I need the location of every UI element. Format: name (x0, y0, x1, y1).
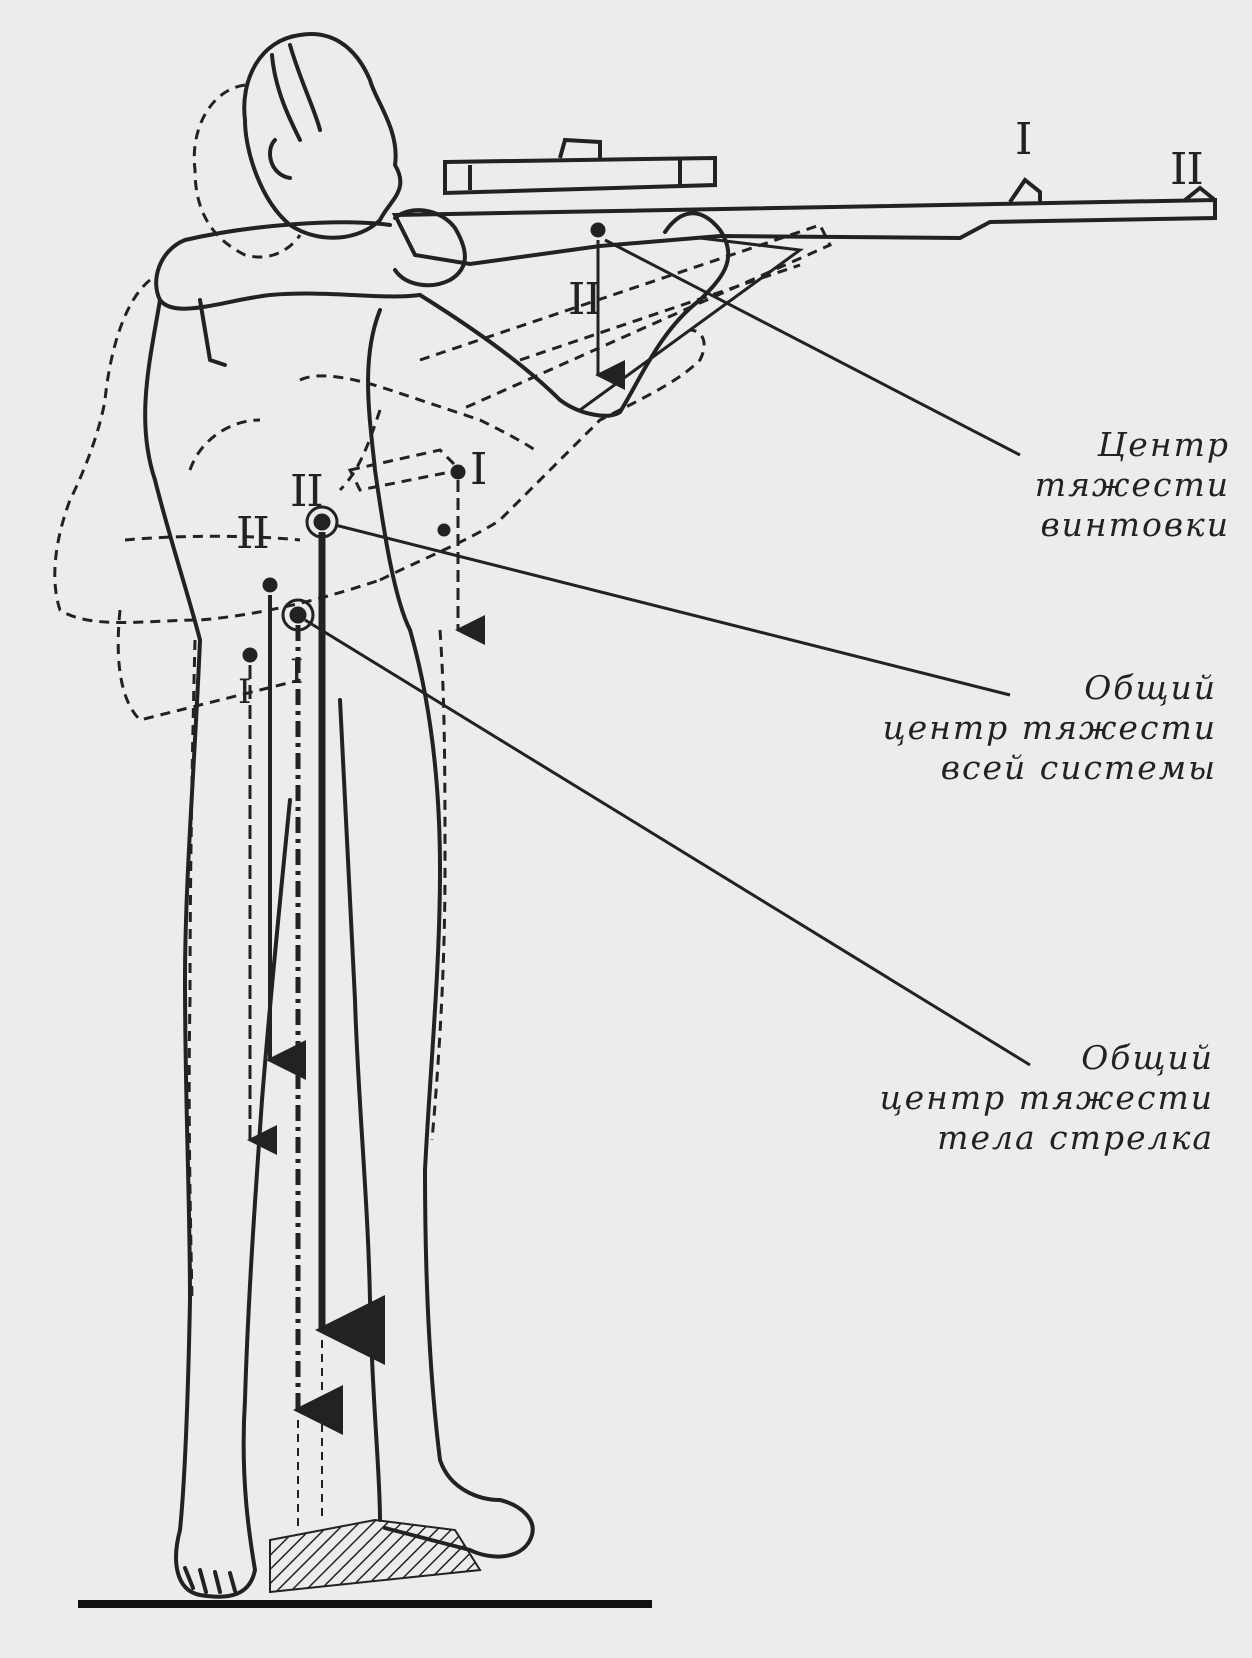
marker-body-cg-one: I (290, 655, 302, 689)
support-area (270, 1520, 480, 1592)
marker-system-cg-two: II (290, 470, 323, 514)
rifle-cg-point-two (591, 223, 605, 237)
cg-points (243, 223, 605, 662)
callout-system-cg: Общий центр тяжести всей системы (883, 668, 1217, 788)
rifle-cg-point-one (451, 465, 465, 479)
callout-system-cg-line-3: всей системы (883, 748, 1217, 788)
marker-body-cg-two: II (236, 512, 269, 556)
callout-body-cg-line-3: тела стрелка (880, 1118, 1214, 1158)
marker-front-sight-one: I (1015, 118, 1031, 162)
body-cg-point-one (263, 578, 277, 592)
rifle (395, 140, 1215, 410)
marker-system-cg-one: I (238, 675, 250, 709)
marker-rifle-cg-two: II (568, 278, 601, 322)
body-cg-point-two (290, 607, 306, 623)
leader-lines (305, 240, 1030, 1065)
callout-body-cg-line-2: центр тяжести (880, 1078, 1214, 1118)
callout-rifle-cg-line-3: винтовки (1035, 505, 1230, 545)
callout-system-cg-line-1: Общий (883, 668, 1217, 708)
body-outline-position-one (145, 34, 728, 1597)
marker-rifle-cg-one: I (470, 448, 486, 492)
gravity-arrows (250, 240, 598, 1530)
body-outline-position-two (55, 85, 830, 1300)
system-cg-point-one (243, 648, 257, 662)
callout-rifle-cg: Центр тяжести винтовки (1035, 425, 1230, 545)
callout-system-cg-line-2: центр тяжести (883, 708, 1217, 748)
callout-body-cg: Общий центр тяжести тела стрелка (880, 1038, 1214, 1158)
callout-body-cg-line-1: Общий (880, 1038, 1214, 1078)
callout-rifle-cg-line-2: тяжести (1035, 465, 1230, 505)
marker-front-sight-two: II (1170, 148, 1203, 192)
callout-rifle-cg-line-1: Центр (1035, 425, 1230, 465)
